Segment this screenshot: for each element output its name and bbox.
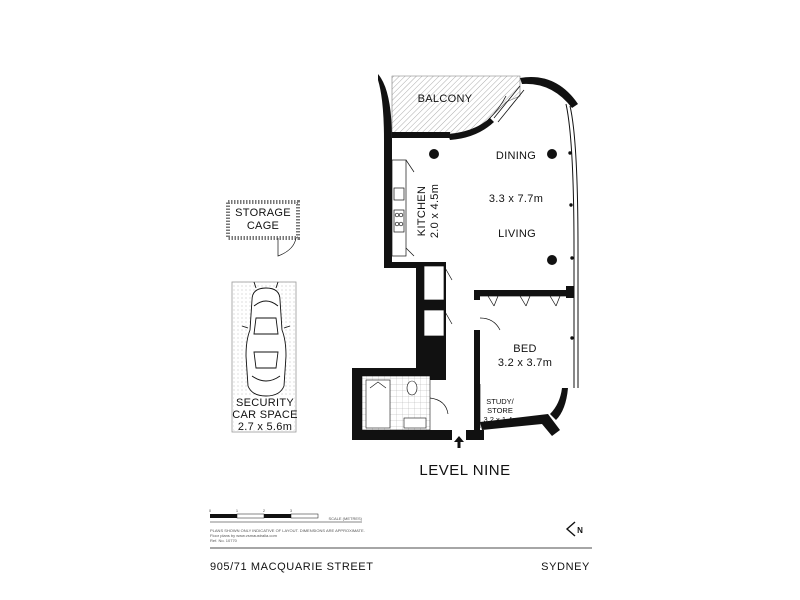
address-label: 905/71 MACQUARIE STREET [210, 561, 374, 573]
scale-tick-2: 2 [263, 508, 266, 513]
balcony-sliding-door [487, 85, 525, 123]
balcony-area [391, 75, 521, 136]
bed-wardrobe [479, 295, 568, 331]
scale-tick-1: 1 [236, 508, 239, 513]
storage-label-1: STORAGE [235, 207, 291, 219]
car-label-2: CAR SPACE [232, 409, 297, 421]
bed-dims-label: 3.2 x 3.7m [498, 357, 552, 369]
columns [429, 149, 557, 265]
north-arrow-icon: N [565, 521, 583, 537]
study-door [475, 384, 481, 428]
scale-tick-0: 0 [209, 508, 212, 513]
car-dims-label: 2.7 x 5.6m [238, 421, 292, 433]
scale-tick-3: 3 [290, 508, 293, 513]
dining-label: DINING [496, 150, 536, 162]
storage-label-2: CAGE [247, 220, 279, 232]
kitchen-label: KITCHEN [416, 186, 428, 236]
disclaimer-line-1: PLANS SHOWN ONLY INDICATIVE OF LAYOUT. D… [210, 528, 365, 533]
bathroom [361, 375, 449, 431]
living-label: LIVING [498, 228, 536, 240]
scale-bar [210, 513, 362, 523]
car-icon [241, 281, 291, 397]
storage-cage [226, 200, 300, 257]
bed-label: BED [513, 343, 537, 355]
disclaimer-line-3: Ref. No. 10770 [210, 538, 238, 543]
kitchen-joinery [391, 159, 415, 257]
balcony-label: BALCONY [418, 93, 473, 105]
city-label: SYDNEY [541, 561, 590, 573]
study-label-2: STORE [487, 406, 513, 415]
study-label-1: STUDY/ [486, 397, 514, 406]
car-label-1: SECURITY [236, 397, 294, 409]
study-dims-label: 3.2 x 1.4m [483, 415, 518, 424]
level-title: LEVEL NINE [419, 462, 510, 479]
kitchen-dims-label: 2.0 x 4.5m [429, 184, 441, 238]
window-wall [565, 103, 579, 388]
scale-label: SCALE (METRES) [328, 516, 362, 521]
core-cupboards [423, 265, 453, 337]
north-symbol: N [577, 526, 583, 535]
entry-arrow [454, 436, 464, 448]
disclaimer-line-2: Floor plans by www.vsmaustralia.com [210, 533, 278, 538]
living-dims-label: 3.3 x 7.7m [489, 193, 543, 205]
